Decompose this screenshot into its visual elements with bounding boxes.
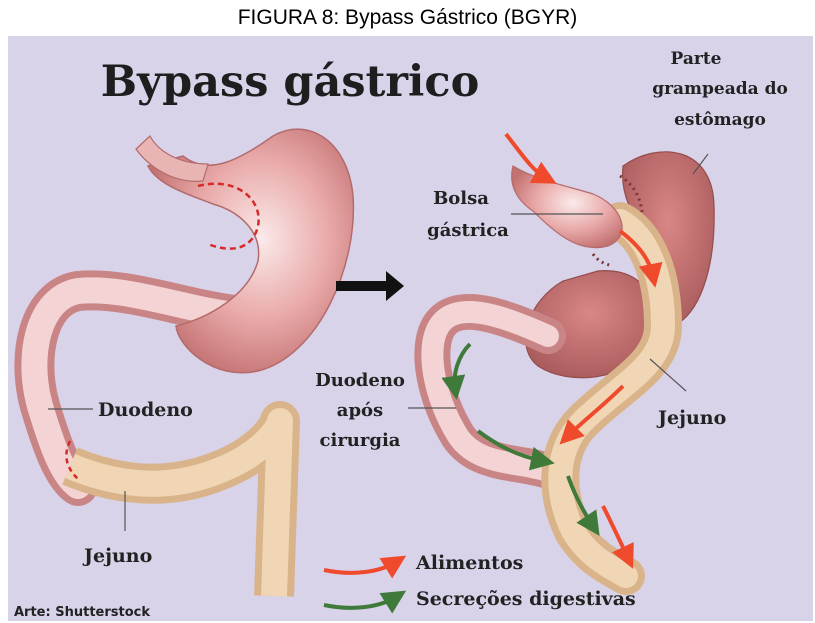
- label-jejuno-right: Jejuno: [656, 407, 726, 429]
- secretion-arrow-1: [455, 344, 470, 388]
- legend-food-arrow: [324, 562, 396, 573]
- staple-line-2: [593, 254, 613, 266]
- label-bolsa: Bolsa: [433, 188, 489, 209]
- gastric-pouch: [512, 166, 622, 248]
- figure-caption: FIGURA 8: Bypass Gástrico (BGYR): [0, 0, 815, 36]
- label-duodeno-apos-3: cirurgia: [320, 430, 401, 451]
- label-grampeada: grampeada do: [652, 79, 788, 99]
- esophagus: [136, 136, 208, 181]
- normal-stomach-illustration: [34, 129, 353, 596]
- label-duodeno-apos-2: após: [337, 400, 383, 421]
- diagram-title: Bypass gástrico: [101, 57, 480, 107]
- image-credit: Arte: Shutterstock: [14, 605, 150, 620]
- label-parte: Parte: [671, 49, 722, 69]
- bypass-diagram-panel: Bypass gástrico Duodeno Jejuno: [8, 36, 813, 621]
- label-duodeno-apos-1: Duodeno: [315, 370, 405, 391]
- legend-secretion-arrow: [324, 597, 396, 608]
- bypass-diagram: Bypass gástrico Duodeno Jejuno: [8, 36, 813, 621]
- legend-secretion-label: Secreções digestivas: [416, 588, 636, 610]
- label-jejuno-left: Jejuno: [82, 545, 152, 567]
- transition-arrow: [336, 271, 404, 301]
- legend-food-label: Alimentos: [415, 552, 523, 574]
- label-gastrica: gástrica: [427, 220, 509, 241]
- label-estomago: estômago: [674, 110, 766, 130]
- label-duodeno: Duodeno: [98, 399, 193, 421]
